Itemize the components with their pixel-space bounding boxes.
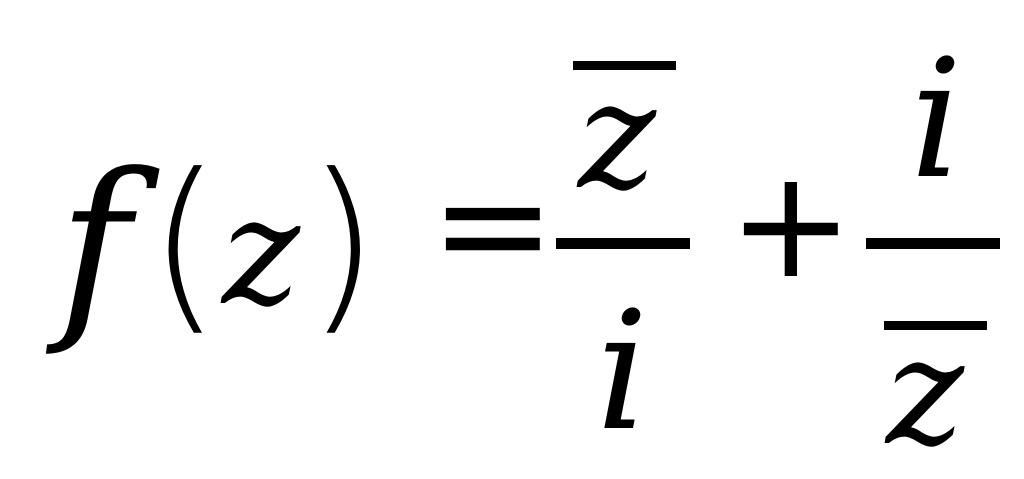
conjugate-overline	[573, 61, 676, 70]
fraction-1-numerator: z	[578, 50, 656, 222]
plus-sign: +	[728, 138, 854, 312]
fraction-bar	[556, 238, 690, 249]
fraction-2-denominator: z	[886, 306, 964, 478]
equals-sign: =	[430, 138, 556, 312]
fraction-1-denominator: i	[596, 276, 649, 467]
conjugate-overline	[884, 321, 987, 330]
open-parenthesis: (	[148, 134, 222, 353]
fraction-bar	[866, 238, 1000, 249]
close-parenthesis: )	[306, 134, 380, 353]
fraction-2-numerator: i	[910, 24, 963, 215]
function-argument: z	[222, 166, 300, 338]
function-name: f	[58, 132, 131, 360]
